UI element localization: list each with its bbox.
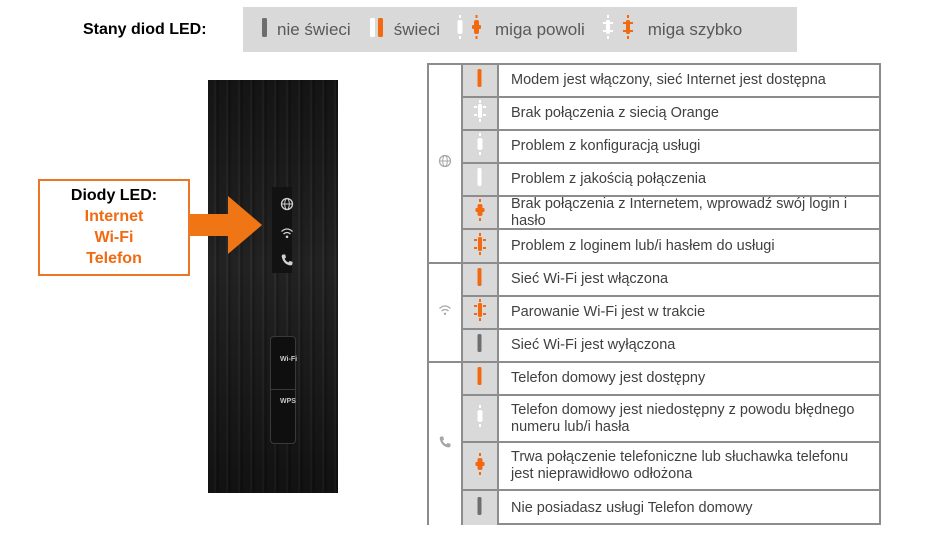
status-description: Problem z loginem lub/i hasłem do usługi	[499, 230, 879, 264]
wifi-icon	[438, 303, 452, 322]
led-blink-slow-orange-icon	[475, 199, 485, 226]
led-strip	[272, 187, 292, 273]
internet-globe-icon	[280, 197, 300, 217]
status-description: Brak połączenia z Internetem, wprowadź s…	[499, 196, 879, 230]
wifi-icon	[280, 226, 300, 246]
led-callout-box: Diody LED: Internet Wi-Fi Telefon	[38, 179, 190, 276]
led-blink-fast-white-icon	[474, 100, 486, 127]
status-description: Problem z konfiguracją usługi	[499, 131, 879, 164]
service-cell-internet	[429, 65, 463, 264]
legend-label-fast: miga szybko	[647, 19, 743, 39]
led-on-orange-icon	[477, 268, 483, 291]
callout-item-internet: Internet	[84, 208, 144, 225]
legend-label-on: świeci	[393, 19, 440, 39]
led-state-cell	[463, 396, 499, 443]
phone-icon	[280, 253, 300, 273]
led-on-white-icon	[477, 168, 483, 191]
led-blink-fast-orange-icon	[474, 299, 486, 326]
status-description: Brak połączenia z siecią Orange	[499, 98, 879, 131]
status-description: Telefon domowy jest niedostępny z powodu…	[499, 396, 879, 443]
led-state-cell	[463, 443, 499, 491]
status-description: Telefon domowy jest dostępny	[499, 363, 879, 396]
status-description: Trwa połączenie telefoniczne lub słuchaw…	[499, 443, 879, 491]
wps-button-label: WPS	[280, 398, 296, 405]
led-state-cell	[463, 363, 499, 396]
status-description: Parowanie Wi-Fi jest w trakcie	[499, 297, 879, 330]
service-cell-phone	[429, 363, 463, 525]
service-cell-wifi	[429, 264, 463, 363]
led-state-cell	[463, 197, 499, 230]
led-state-cell	[463, 230, 499, 264]
led-status-table: Modem jest włączony, sieć Internet jest …	[427, 63, 881, 525]
status-description: Nie posiadasz usługi Telefon domowy	[511, 499, 753, 516]
legend-title: Stany diod LED:	[83, 21, 207, 38]
callout-item-phone: Telefon	[86, 250, 142, 267]
led-state-cell	[463, 297, 499, 330]
phone-icon	[438, 435, 452, 454]
led-legend: nie świeci świeci miga powoli	[243, 7, 797, 52]
led-blink-slow-white-icon	[476, 405, 484, 432]
led-blink-fast-icon	[602, 15, 639, 44]
led-state-cell	[463, 330, 499, 363]
led-on-orange-icon	[477, 367, 483, 390]
status-description: Problem z jakością połączenia	[499, 164, 879, 197]
globe-icon	[438, 154, 452, 173]
modem-device-photo: Wi-Fi WPS	[208, 80, 338, 493]
status-description: Sieć Wi-Fi jest wyłączona	[499, 330, 879, 363]
arrow-right-icon	[190, 196, 262, 254]
status-description: Modem jest włączony, sieć Internet jest …	[499, 65, 879, 98]
led-state-cell	[463, 131, 499, 164]
legend-label-off: nie świeci	[277, 19, 351, 39]
legend-item-off: nie świeci	[262, 7, 351, 52]
legend-item-slow: miga powoli	[456, 7, 585, 52]
status-description: Sieć Wi-Fi jest włączona	[499, 264, 879, 297]
wifi-button-label: Wi-Fi	[280, 356, 298, 363]
legend-item-on: świeci	[369, 7, 440, 52]
legend-item-fast: miga szybko	[602, 7, 743, 52]
led-off-icon	[262, 16, 268, 43]
led-state-cell	[463, 264, 499, 297]
led-blink-slow-orange-icon	[475, 452, 485, 480]
led-state-cell	[463, 164, 499, 197]
legend-label-slow: miga powoli	[495, 19, 585, 39]
led-on-icon	[369, 16, 385, 43]
callout-item-wifi: Wi-Fi	[94, 229, 134, 246]
led-state-cell	[463, 65, 499, 98]
led-blink-slow-white-icon	[476, 133, 484, 160]
led-state-cell	[463, 491, 499, 525]
led-blink-slow-icon	[456, 15, 486, 44]
led-blink-fast-orange-icon	[474, 232, 486, 260]
device-button-panel	[270, 336, 296, 444]
led-state-cell	[463, 98, 499, 131]
led-off-gray-icon	[477, 334, 483, 357]
led-off-gray-icon	[477, 496, 483, 520]
led-on-orange-icon	[477, 69, 483, 92]
callout-title: Diody LED:	[70, 187, 158, 204]
